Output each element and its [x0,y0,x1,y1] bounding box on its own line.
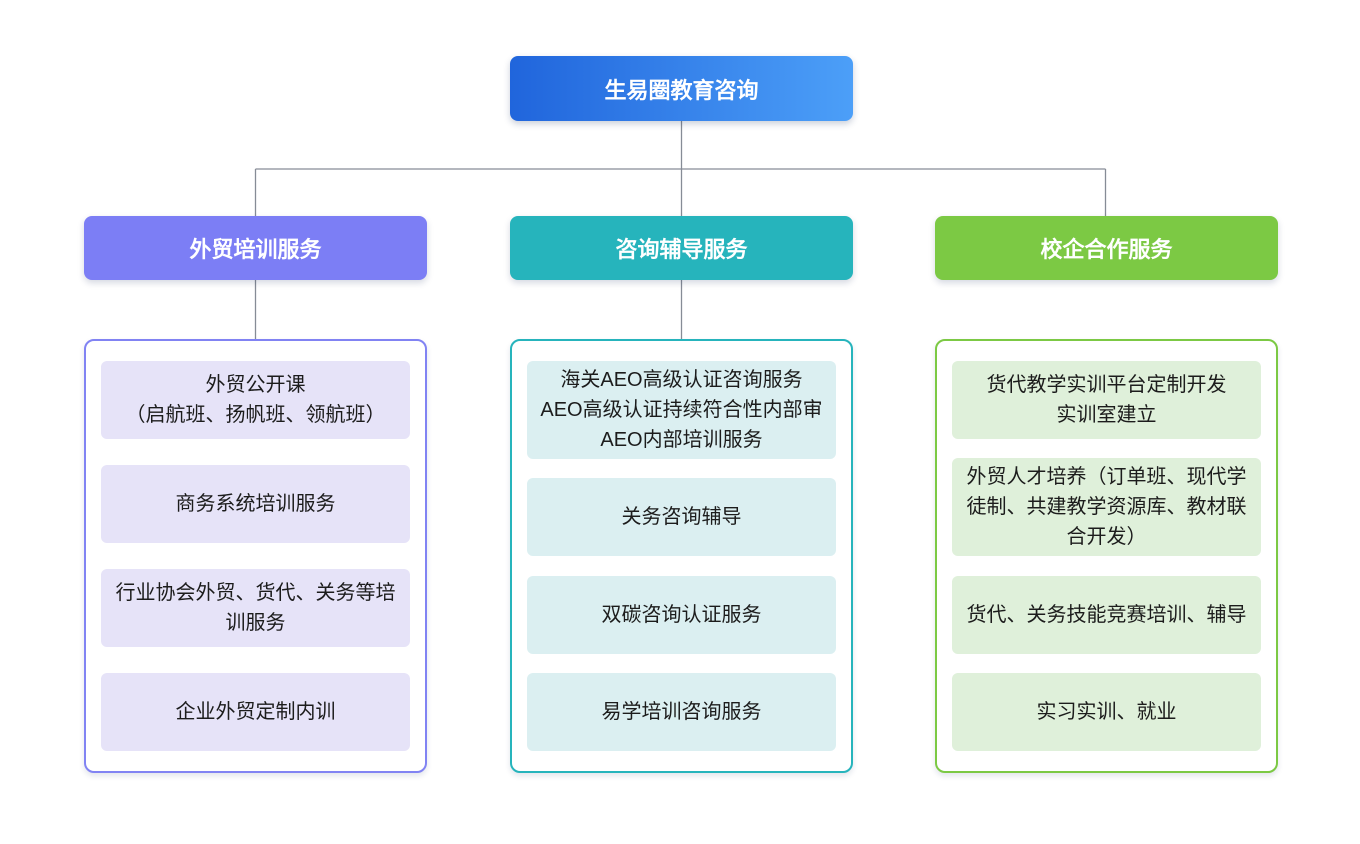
service-item: 商务系统培训服务 [101,465,410,543]
service-item: 行业协会外贸、货代、关务等培训服务 [101,569,410,647]
service-item: 双碳咨询认证服务 [527,575,836,654]
branch-header-consulting-coaching: 咨询辅导服务 [510,216,853,280]
root-node-label: 生易圈教育咨询 [604,77,759,103]
service-item: 货代教学实训平台定制开发 实训室建立 [952,361,1261,439]
branch-box-foreign-trade-training: 外贸公开课 （启航班、扬帆班、领航班） 商务系统培训服务 行业协会外贸、货代、关… [84,339,427,773]
service-item: 货代、关务技能竞赛培训、辅导 [952,575,1261,654]
branch-header-school-enterprise: 校企合作服务 [935,216,1278,280]
branch-box-consulting-coaching: 海关AEO高级认证咨询服务 AEO高级认证持续符合性内部审 AEO内部培训服务 … [510,339,853,773]
branch-header-label: 校企合作服务 [1040,237,1173,262]
branch-box-school-enterprise: 货代教学实训平台定制开发 实训室建立 外贸人才培养（订单班、现代学徒制、共建教学… [935,339,1278,773]
branch-header-label: 外贸培训服务 [189,237,322,262]
service-item: 关务咨询辅导 [527,478,836,557]
service-item: 企业外贸定制内训 [101,673,410,751]
service-item: 易学培训咨询服务 [527,672,836,751]
service-item: 外贸公开课 （启航班、扬帆班、领航班） [101,361,410,439]
service-item: 外贸人才培养（订单班、现代学徒制、共建教学资源库、教材联合开发） [952,458,1261,557]
service-item: 实习实训、就业 [952,672,1261,751]
root-node: 生易圈教育咨询 [510,56,853,121]
service-item: 海关AEO高级认证咨询服务 AEO高级认证持续符合性内部审 AEO内部培训服务 [527,361,836,459]
branch-header-label: 咨询辅导服务 [615,237,748,262]
branch-header-foreign-trade-training: 外贸培训服务 [84,216,427,280]
